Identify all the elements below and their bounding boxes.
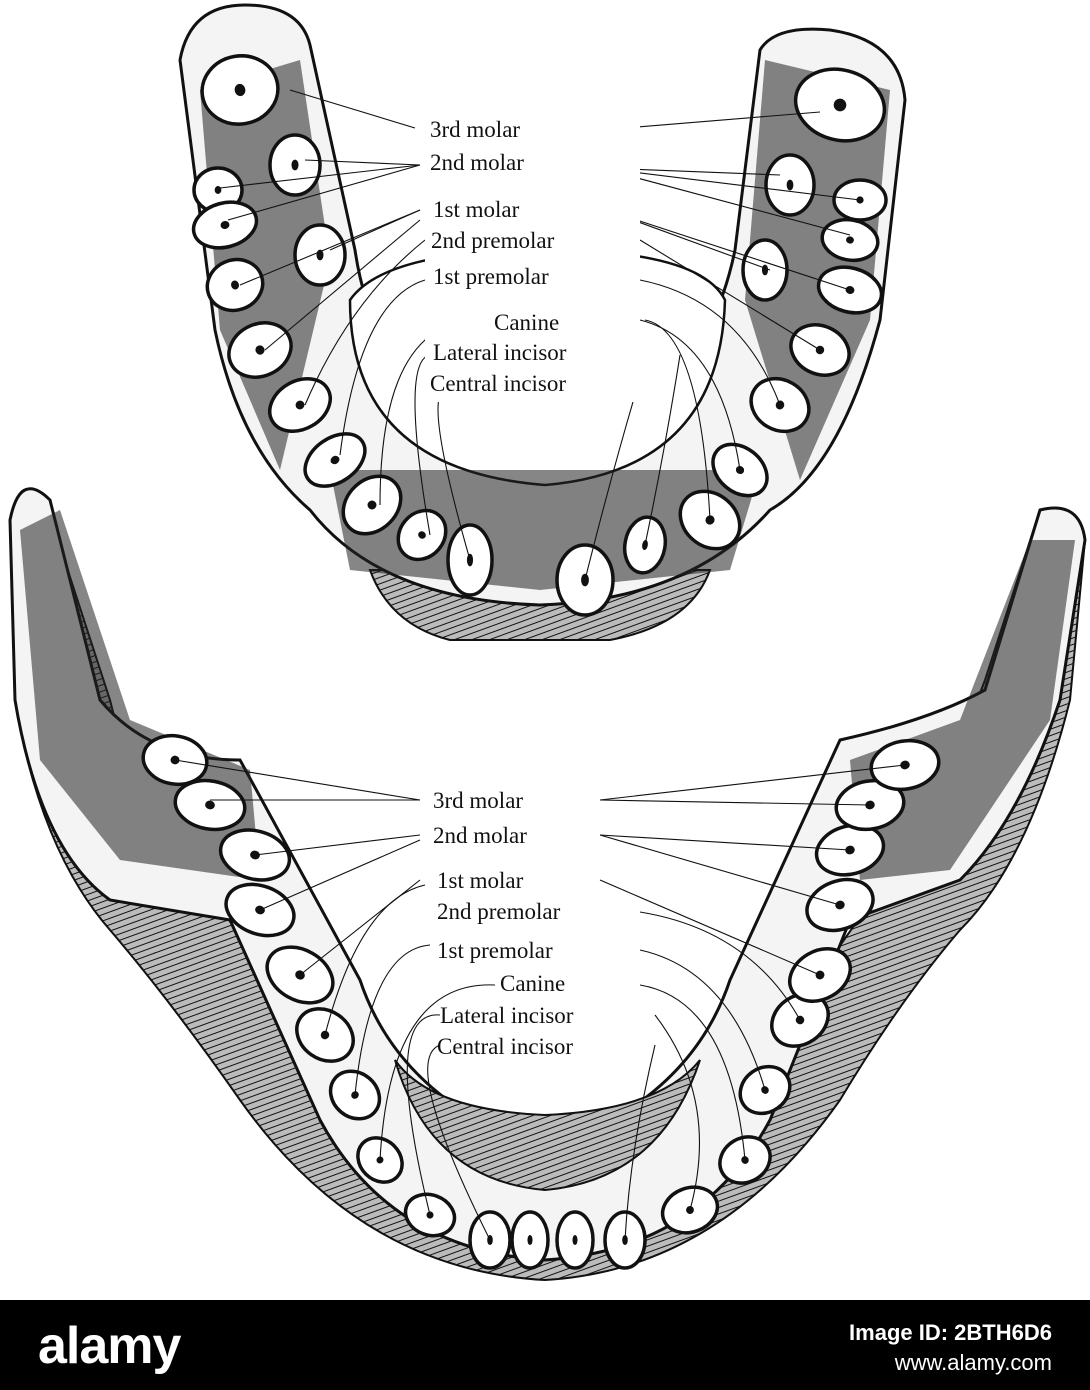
lower-leader-16	[406, 1014, 441, 1216]
lower-label-1st-molar: 1st molar	[437, 868, 524, 893]
upper-left-2nd-premolar	[227, 321, 293, 379]
lower-floor-shading	[394, 1059, 701, 1192]
lower-label-central-incisor: Central incisor	[437, 1034, 573, 1059]
lower-leader-15	[639, 984, 746, 1161]
lower-leader-7	[259, 839, 421, 911]
upper-label-backdrop	[425, 112, 640, 402]
upper-leader-6	[599, 167, 861, 201]
lower-leader-3	[599, 799, 871, 806]
lower-label-lateral-incisor: Lateral incisor	[440, 1003, 574, 1028]
upper-leader-16	[339, 279, 426, 456]
lower-label-2nd-premolar: 2nd premolar	[437, 899, 561, 924]
upper-left-1st-molar-a	[205, 257, 265, 313]
upper-leader-13	[639, 239, 821, 351]
upper-leader-11	[599, 207, 851, 291]
upper-left-1st-molar-b	[293, 223, 347, 287]
image-meta: Image ID: 2BTH6D6 www.alamy.com	[849, 1320, 1052, 1376]
upper-leader-14	[304, 239, 426, 406]
upper-left-3rd-molar	[200, 54, 280, 126]
upper-leader-19	[644, 319, 711, 521]
lower-leader-lines	[174, 759, 906, 1241]
upper-left-2nd-molar-c	[191, 200, 259, 250]
upper-leader-15	[639, 279, 781, 406]
lower-leader-4	[254, 834, 421, 856]
upper-leader-20	[414, 354, 431, 536]
lower-leader-5	[599, 834, 851, 851]
upper-leader-0	[289, 89, 416, 129]
upper-left-1st-premolar	[268, 377, 332, 433]
upper-leader-7	[599, 167, 851, 236]
lower-label-1st-premolar: 1st premolar	[437, 938, 553, 963]
site-url[interactable]: www.alamy.com	[894, 1350, 1052, 1375]
watermark-footer: alamy Image ID: 2BTH6D6 www.alamy.com	[0, 1300, 1090, 1390]
lower-leader-12	[354, 944, 431, 1096]
lower-leader-6	[599, 834, 841, 906]
upper-leader-2	[304, 159, 421, 166]
lower-left-central-incisor-b	[510, 1210, 550, 1270]
lower-leader-18	[427, 1044, 491, 1241]
upper-leader-12	[264, 219, 421, 351]
upper-leader-3	[219, 164, 421, 189]
lower-label-canine: Canine	[500, 971, 565, 996]
lower-leader-19	[624, 1044, 656, 1241]
lower-leader-11	[639, 911, 801, 1021]
lower-leader-14	[379, 984, 496, 1161]
lower-leader-0	[174, 759, 421, 801]
alamy-logo[interactable]: alamy	[38, 1317, 181, 1375]
upper-left-lateral-incisor-b	[396, 508, 448, 562]
image-id: Image ID: 2BTH6D6	[849, 1320, 1052, 1345]
lower-leader-10	[324, 884, 426, 1036]
upper-label-1st-molar: 1st molar	[433, 197, 520, 222]
upper-leader-22	[437, 394, 471, 561]
lower-leader-13	[639, 949, 766, 1091]
upper-leader-9	[239, 209, 421, 286]
upper-leader-21	[644, 354, 681, 546]
lower-leader-2	[599, 764, 906, 801]
upper-label-1st-premolar: 1st premolar	[433, 264, 549, 289]
upper-label-3rd-molar: 3rd molar	[430, 117, 520, 142]
upper-label-2nd-premolar: 2nd premolar	[431, 228, 555, 253]
lower-left-3rd-molar-b	[173, 778, 247, 832]
upper-right-3rd-molar	[793, 67, 887, 143]
upper-leader-17	[639, 319, 741, 471]
upper-leader-4	[227, 164, 421, 221]
upper-label-canine: Canine	[494, 310, 559, 335]
upper-label-2nd-molar: 2nd molar	[430, 150, 524, 175]
upper-left-2nd-molar-a	[268, 133, 322, 197]
upper-leader-23	[584, 394, 636, 581]
upper-label-lateral-incisor: Lateral incisor	[433, 340, 567, 365]
upper-left-lateral-incisor-a	[341, 474, 403, 536]
lower-leader-9	[599, 879, 821, 976]
upper-right-2nd-molar-c	[764, 153, 816, 217]
lower-leader-17	[654, 1014, 700, 1211]
jaw-diagram: 3rd molar 2nd molar 1st molar 2nd premol…	[8, 3, 1087, 1282]
upper-label-central-incisor: Central incisor	[430, 371, 566, 396]
lower-label-3rd-molar: 3rd molar	[433, 788, 523, 813]
lower-label-2nd-molar: 2nd molar	[433, 823, 527, 848]
upper-left-canine	[303, 432, 367, 488]
lower-right-central-incisor-a	[555, 1210, 595, 1270]
upper-right-1st-molar-b	[741, 238, 789, 302]
upper-teeth	[191, 54, 888, 617]
